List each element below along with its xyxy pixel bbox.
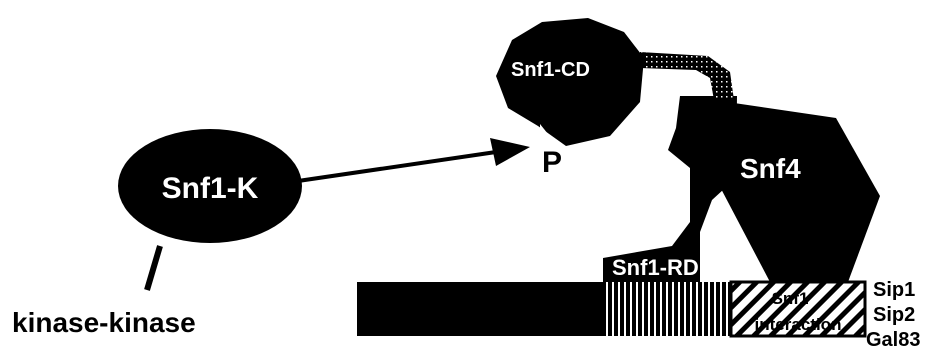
kinase-kinase-pointer (144, 245, 163, 291)
snf1-cd-label: Snf1-CD (511, 59, 590, 81)
sip2-label: Sip2 (873, 304, 915, 326)
sip-protein-bar: Snf1 interaction (357, 280, 867, 338)
snf1-interaction-label-line2: interaction (755, 315, 842, 334)
sip-bar-striped (603, 282, 731, 336)
phosphorylation-arrow (297, 138, 530, 183)
sip-bar-solid (357, 282, 603, 336)
snf1-kinase (118, 129, 302, 243)
snf1-rd-body (603, 96, 737, 282)
snf1-interaction-label-line1: Snf1 (772, 289, 809, 308)
snf1-cd-notch (540, 124, 548, 138)
arrow-head (490, 138, 530, 166)
snf1-interaction-domain (729, 280, 867, 338)
snf1-linker (640, 52, 734, 100)
snf1-rd-label: Snf1-RD (612, 255, 699, 280)
snf1-kinase-label: Snf1-K (162, 172, 259, 205)
kinase-kinase-label: kinase-kinase (12, 307, 196, 338)
phospho-label: P (542, 146, 562, 179)
snf1-cd (496, 18, 644, 146)
arrow-shaft (297, 150, 497, 183)
sip1-label: Sip1 (873, 279, 915, 301)
snf4-label: Snf4 (740, 153, 801, 184)
gal83-label: Gal83 (866, 329, 920, 351)
snf4-subunit (700, 98, 880, 282)
